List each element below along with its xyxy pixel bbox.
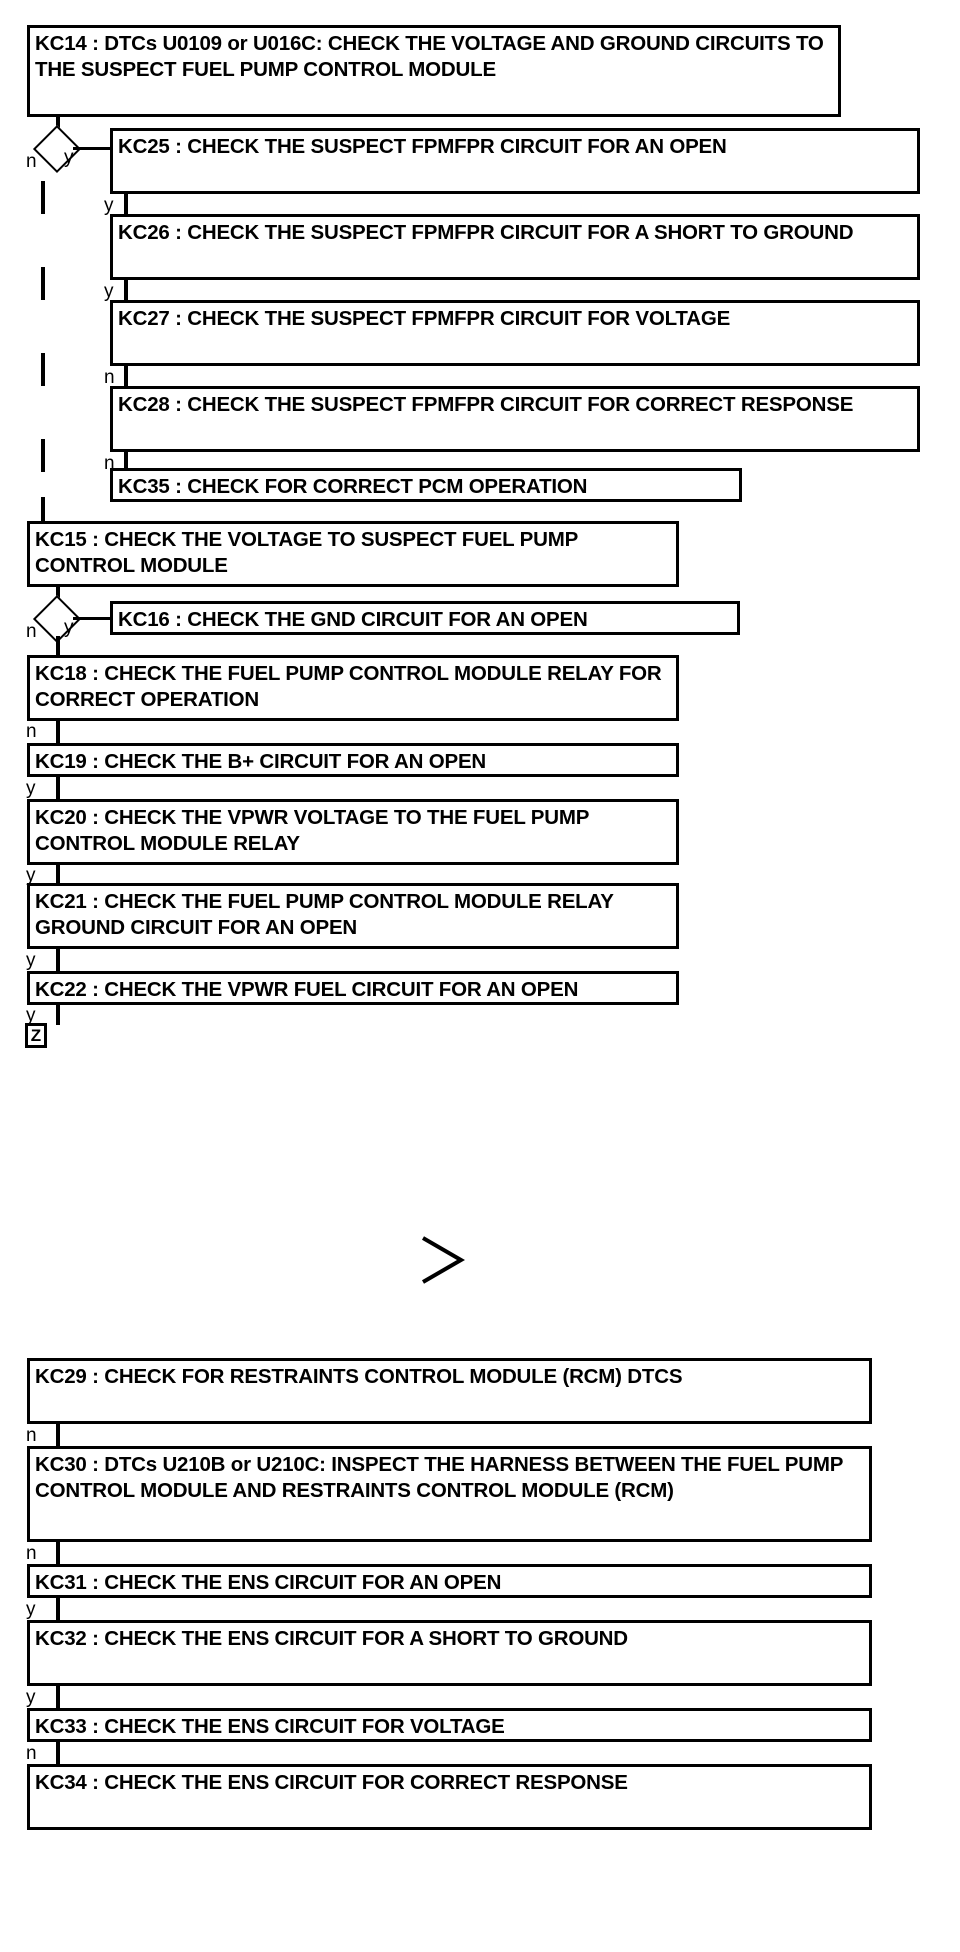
edge-kc30-to-kc31	[56, 1542, 60, 1564]
node-kc35[interactable]: KC35 : CHECK FOR CORRECT PCM OPERATION	[110, 468, 742, 502]
node-kc26[interactable]: KC26 : CHECK THE SUSPECT FPMFPR CIRCUIT …	[110, 214, 920, 280]
edge-kc22-to-connector	[56, 1005, 60, 1025]
edge-kc26-to-kc27	[124, 280, 128, 308]
edge-kc33-to-kc34	[56, 1742, 60, 1764]
branch-label-kc19-yes: y	[26, 778, 36, 799]
branch-label-kc28-no: n	[104, 453, 115, 474]
node-kc16[interactable]: KC16 : CHECK THE GND CIRCUIT FOR AN OPEN	[110, 601, 740, 635]
edge-kc29-to-kc30	[56, 1424, 60, 1446]
branch-label-d1-yes: y	[64, 147, 74, 168]
branch-label-kc26-yes: y	[104, 281, 114, 302]
edge-kc21-to-kc22	[56, 949, 60, 971]
node-kc27[interactable]: KC27 : CHECK THE SUSPECT FPMFPR CIRCUIT …	[110, 300, 920, 366]
edge-decision1-no-seg4	[41, 439, 45, 472]
node-kc20[interactable]: KC20 : CHECK THE VPWR VOLTAGE TO THE FUE…	[27, 799, 679, 865]
chevron-right-icon	[421, 1236, 465, 1284]
branch-label-kc30-no: n	[26, 1543, 37, 1564]
node-kc25[interactable]: KC25 : CHECK THE SUSPECT FPMFPR CIRCUIT …	[110, 128, 920, 194]
edge-kc32-to-kc33	[56, 1686, 60, 1708]
branch-label-kc20-yes: y	[26, 865, 36, 886]
edge-kc31-to-kc32	[56, 1598, 60, 1620]
branch-label-kc32-yes: y	[26, 1687, 36, 1708]
edge-decision2-yes	[73, 617, 110, 620]
edge-decision1-no-seg1	[41, 181, 45, 214]
edge-kc28-to-kc35	[124, 452, 128, 480]
node-kc28[interactable]: KC28 : CHECK THE SUSPECT FPMFPR CIRCUIT …	[110, 386, 920, 452]
branch-label-kc22-yes: y	[26, 1005, 36, 1026]
node-kc14[interactable]: KC14 : DTCs U0109 or U016C: CHECK THE VO…	[27, 25, 841, 117]
node-kc30[interactable]: KC30 : DTCs U210B or U210C: INSPECT THE …	[27, 1446, 872, 1542]
offpage-connector-z[interactable]: Z	[25, 1023, 47, 1048]
node-kc31[interactable]: KC31 : CHECK THE ENS CIRCUIT FOR AN OPEN	[27, 1564, 872, 1598]
branch-label-kc29-no: n	[26, 1425, 37, 1446]
edge-kc20-to-kc21	[56, 865, 60, 887]
node-kc19[interactable]: KC19 : CHECK THE B+ CIRCUIT FOR AN OPEN	[27, 743, 679, 777]
node-kc34[interactable]: KC34 : CHECK THE ENS CIRCUIT FOR CORRECT…	[27, 1764, 872, 1830]
edge-kc19-to-kc20	[56, 777, 60, 799]
edge-decision1-yes	[73, 147, 110, 150]
edge-decision2-no	[56, 636, 60, 655]
edge-kc18-to-kc19	[56, 721, 60, 743]
edge-decision1-no-seg2	[41, 267, 45, 300]
node-kc15[interactable]: KC15 : CHECK THE VOLTAGE TO SUSPECT FUEL…	[27, 521, 679, 587]
branch-label-kc27-no: n	[104, 367, 115, 388]
branch-label-d2-no: n	[26, 621, 37, 642]
branch-label-kc31-yes: y	[26, 1599, 36, 1620]
branch-label-kc18-no: n	[26, 721, 37, 742]
node-kc32[interactable]: KC32 : CHECK THE ENS CIRCUIT FOR A SHORT…	[27, 1620, 872, 1686]
branch-label-kc33-no: n	[26, 1743, 37, 1764]
node-kc29[interactable]: KC29 : CHECK FOR RESTRAINTS CONTROL MODU…	[27, 1358, 872, 1424]
edge-kc27-to-kc28	[124, 366, 128, 394]
edge-decision1-no-seg3	[41, 353, 45, 386]
edge-kc25-to-kc26	[124, 194, 128, 222]
branch-label-d1-no: n	[26, 151, 37, 172]
edge-decision1-no-seg5	[41, 497, 45, 521]
node-kc21[interactable]: KC21 : CHECK THE FUEL PUMP CONTROL MODUL…	[27, 883, 679, 949]
branch-label-kc21-yes: y	[26, 950, 36, 971]
node-kc18[interactable]: KC18 : CHECK THE FUEL PUMP CONTROL MODUL…	[27, 655, 679, 721]
node-kc22[interactable]: KC22 : CHECK THE VPWR FUEL CIRCUIT FOR A…	[27, 971, 679, 1005]
branch-label-d2-yes: y	[64, 617, 74, 638]
branch-label-kc25-yes: y	[104, 195, 114, 216]
node-kc33[interactable]: KC33 : CHECK THE ENS CIRCUIT FOR VOLTAGE	[27, 1708, 872, 1742]
